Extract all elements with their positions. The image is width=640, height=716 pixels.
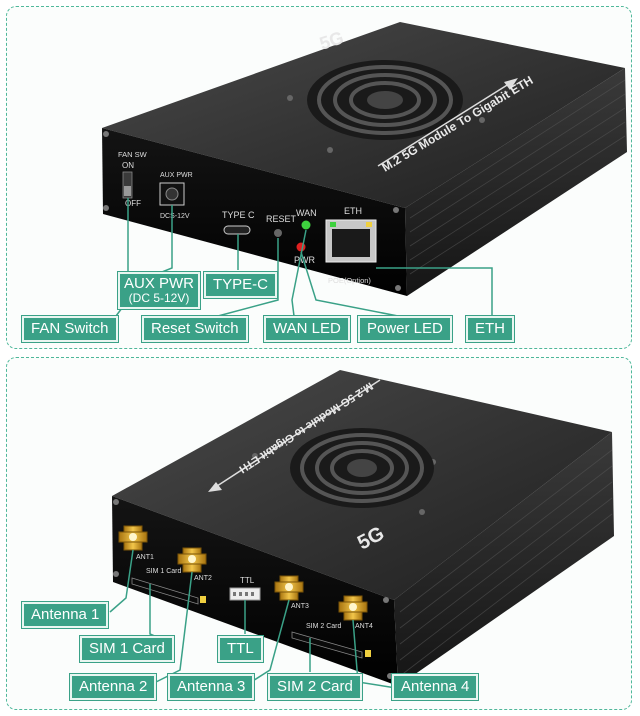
callout-aux-pwr-title: AUX PWR	[124, 275, 195, 292]
sim1-slot[interactable]	[131, 577, 199, 605]
callout-type-c: TYPE-C	[204, 272, 278, 298]
antenna4-connector[interactable]	[338, 595, 368, 621]
lid-arrow	[377, 81, 513, 167]
sim2-slot-label: SIM 2 Card	[306, 623, 342, 630]
eth-label: ETH	[344, 206, 362, 216]
ant1-label: ANT1	[136, 554, 154, 561]
fan-switch-knob	[124, 186, 131, 196]
screw-icon	[327, 147, 333, 153]
bottom-device-fins	[399, 449, 613, 677]
eth-act-led-icon	[366, 222, 372, 227]
off-label: OFF	[125, 199, 141, 208]
pwr-led-icon	[296, 242, 306, 252]
rj45-icon	[332, 229, 370, 257]
type-c-label: TYPE C	[222, 210, 255, 220]
ant2-label: ANT2	[194, 575, 212, 582]
top-device: 5G M.2 5G Module To Gigabit ETH FAN SW O…	[102, 22, 627, 296]
callout-antenna3: Antenna 3	[168, 674, 255, 700]
poe-label: POE(Option)	[328, 276, 371, 285]
lid-arrow	[213, 379, 381, 489]
screw-icon	[387, 673, 393, 679]
screw-icon	[419, 509, 425, 515]
sim1-led-icon	[200, 596, 206, 603]
screw-icon	[383, 597, 389, 603]
reset-button[interactable]	[274, 229, 282, 237]
screw-icon	[113, 499, 119, 505]
screw-icon	[113, 571, 119, 577]
dc-jack-icon	[165, 187, 179, 201]
arrow-head-icon	[208, 482, 222, 492]
ttl-label: TTL	[240, 576, 255, 585]
top-device-side	[405, 68, 627, 296]
ant3-label: ANT3	[291, 603, 309, 610]
callout-ttl: TTL	[218, 636, 263, 662]
screw-icon	[252, 453, 258, 459]
bottom-device: 5G M.2 5G Module to Gigabit ETH ANT1 ANT…	[112, 370, 614, 686]
pwr-label: PWR	[294, 255, 315, 265]
on-label: ON	[122, 161, 134, 170]
callout-antenna1: Antenna 1	[22, 602, 109, 628]
ant4-label: ANT4	[355, 623, 373, 630]
aux-pwr-label: AUX PWR	[160, 172, 193, 179]
callout-aux-pwr-sub: (DC 5-12V)	[128, 291, 190, 305]
callout-eth: ETH	[466, 316, 514, 342]
screw-icon	[287, 95, 293, 101]
type-c-port[interactable]	[223, 225, 251, 235]
callout-fan-switch: FAN Switch	[22, 316, 118, 342]
fan-sw-label: FAN SW	[118, 150, 148, 159]
sim2-led-icon	[365, 650, 371, 657]
arrow-head-icon	[504, 78, 518, 90]
screw-icon	[395, 285, 401, 291]
screw-icon	[479, 117, 485, 123]
eth-link-led-icon	[330, 222, 336, 227]
top-device-fins	[409, 79, 626, 275]
reset-label: RESET	[266, 214, 297, 224]
callout-antenna2: Antenna 2	[70, 674, 157, 700]
fan-grill-icon	[307, 60, 463, 140]
callout-reset-switch: Reset Switch	[142, 316, 248, 342]
callout-power-led: Power LED	[358, 316, 452, 342]
antenna2-connector[interactable]	[177, 547, 207, 573]
callout-wan-led: WAN LED	[264, 316, 350, 342]
screw-icon	[103, 205, 109, 211]
fan-grill-icon	[290, 428, 434, 508]
dcs-label: DCS-12V	[160, 213, 190, 220]
wan-led-icon	[301, 220, 311, 230]
callout-sim1: SIM 1 Card	[80, 636, 174, 662]
ttl-pins-icon	[233, 592, 254, 596]
wan-label: WAN	[296, 208, 317, 218]
screw-icon	[103, 131, 109, 137]
callout-aux-pwr: AUX PWR (DC 5-12V)	[118, 272, 200, 309]
callout-antenna4: Antenna 4	[392, 674, 479, 700]
callout-sim2: SIM 2 Card	[268, 674, 362, 700]
sim1-slot-label: SIM 1 Card	[146, 568, 182, 575]
screw-icon	[393, 207, 399, 213]
